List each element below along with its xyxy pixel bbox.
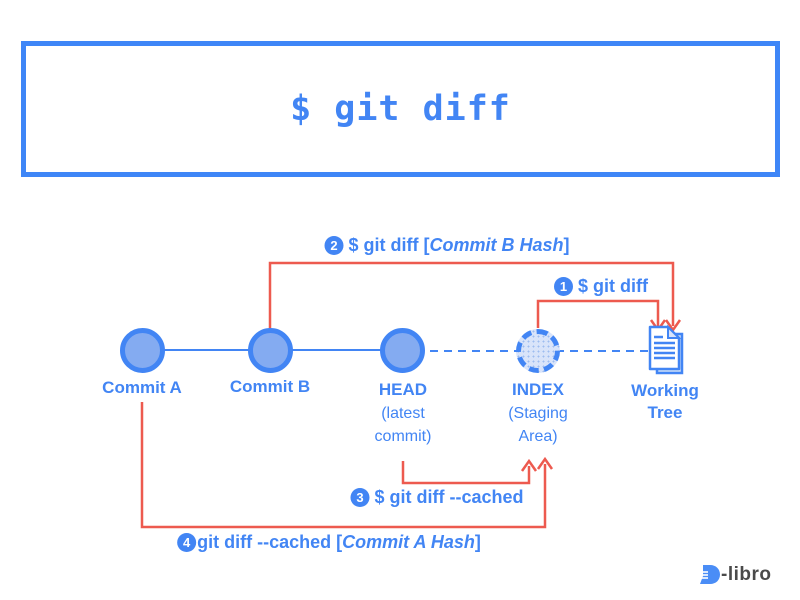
step-4-badge: 4: [177, 533, 197, 552]
dlibro-d-icon: [698, 565, 720, 584]
index-label: INDEX: [512, 380, 564, 399]
dlibro-logo-text: -libro: [721, 564, 772, 585]
index-node: [516, 329, 560, 373]
commit-b-label: Commit B: [229, 377, 311, 396]
arrow-path-commit-a-to-index: [140, 402, 554, 529]
arrow-path-commit-b-to-working-tree: [268, 261, 682, 333]
command-3-label: 3$ git diff --cached: [350, 487, 524, 508]
command-2-bracket: ]: [563, 235, 570, 255]
command-1-label: 1 $ git diff: [554, 276, 648, 297]
command-1-text: $ git diff: [578, 276, 648, 296]
dlibro-logo: -libro: [697, 564, 772, 586]
working-tree-label: Working Tree: [631, 381, 699, 422]
head-node: [380, 328, 425, 373]
title-box: $ git diff: [21, 41, 780, 177]
command-2-text: $ git diff [: [348, 235, 430, 255]
arrow-path-head-to-index: [401, 458, 538, 485]
command-4-text: git diff --cached [: [197, 532, 343, 552]
commit-a-label: Commit A: [102, 378, 182, 397]
page-title: $ git diff: [290, 89, 511, 129]
index-sublabel: (Staging Area): [508, 405, 568, 445]
command-2-label: 2$ git diff [Commit B Hash]: [324, 235, 570, 256]
command-4-hash-placeholder: Commit A Hash: [342, 532, 475, 552]
step-2-badge: 2: [324, 236, 344, 255]
working-tree-document-icon: [648, 324, 684, 375]
command-4-bracket: ]: [474, 532, 481, 552]
commit-a-node: [120, 328, 165, 373]
command-3-text: $ git diff --cached: [374, 487, 524, 507]
head-label: HEAD: [378, 380, 428, 399]
step-1-badge: 1: [554, 277, 573, 296]
command-2-hash-placeholder: Commit B Hash: [429, 235, 564, 255]
commit-b-node: [248, 328, 293, 373]
head-sublabel: (latest commit): [374, 405, 432, 445]
step-3-badge: 3: [350, 488, 370, 507]
